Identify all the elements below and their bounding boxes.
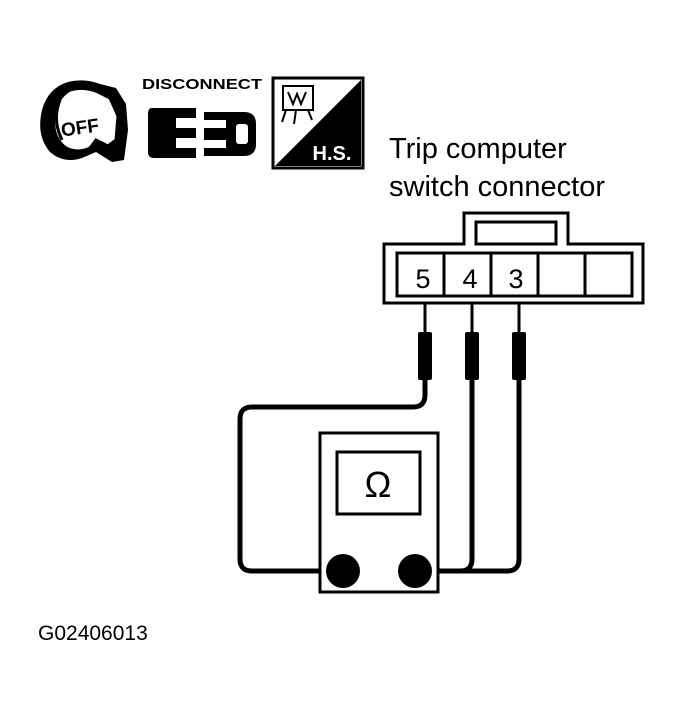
connector-title-line2: switch connector: [389, 171, 605, 203]
disconnect-icon: DISCONNECT: [142, 76, 262, 158]
connector-title-line1: Trip computer: [389, 133, 567, 165]
meter-terminal-left: [326, 554, 360, 588]
trip-computer-switch-connector: 5 4 3: [382, 211, 645, 305]
terminal-label-4: 4: [462, 264, 477, 294]
connector-tester-icon: [281, 85, 314, 125]
figure-code: G02406013: [38, 622, 148, 645]
ohm-symbol: Ω: [365, 464, 392, 505]
probe-terminal-5: [418, 303, 432, 380]
probe-terminal-4: [465, 303, 479, 380]
terminal-label-3: 3: [508, 264, 523, 294]
ohmmeter: Ω: [318, 431, 440, 594]
harness-side-label: H.S.: [313, 143, 352, 165]
ignition-off-icon: OFF: [40, 80, 129, 162]
test-lead-terminal-3: [415, 380, 522, 574]
test-lead-terminal-5: [237, 380, 428, 574]
probe-terminal-3: [512, 303, 526, 380]
harness-side-icon: H.S.: [271, 76, 365, 170]
terminal-label-5: 5: [415, 264, 430, 294]
meter-terminal-right: [398, 554, 432, 588]
disconnect-label: DISCONNECT: [142, 76, 262, 93]
ignition-off-label: OFF: [60, 115, 101, 141]
